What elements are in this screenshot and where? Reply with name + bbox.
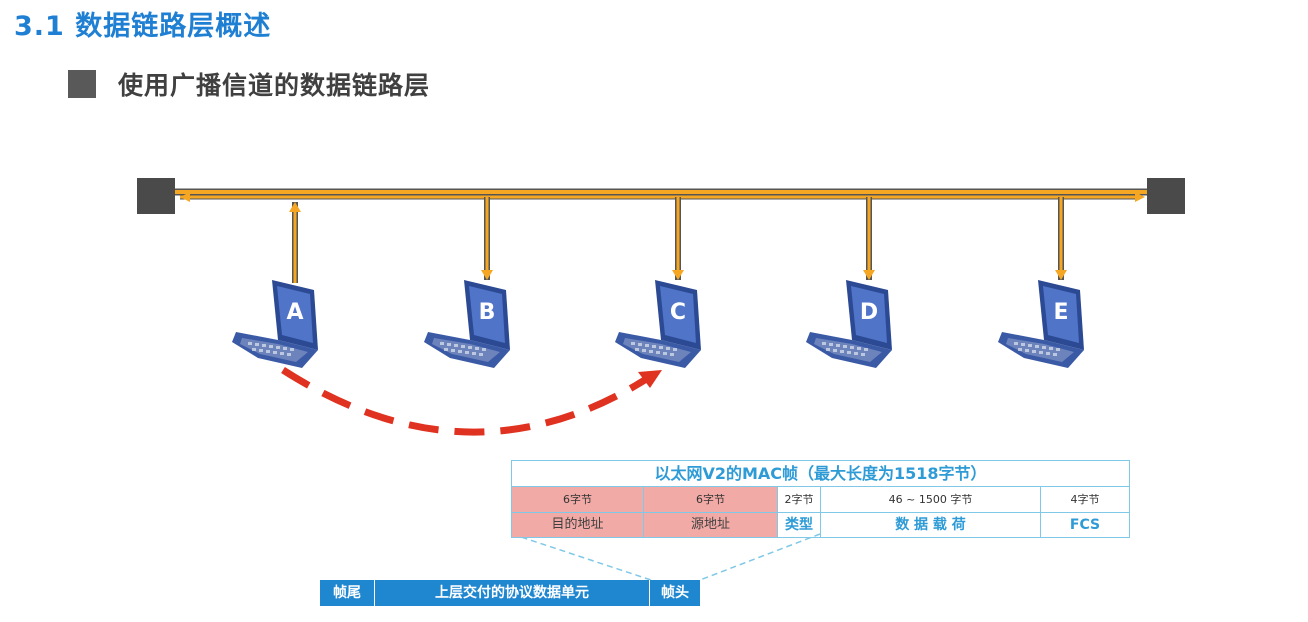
type-field: 类型 xyxy=(778,513,821,537)
right-terminator xyxy=(1147,178,1185,214)
src-address: 源地址 xyxy=(644,513,778,537)
station-label-C: C xyxy=(669,300,687,325)
dest-address: 目的地址 xyxy=(512,513,644,537)
payload-size: 46 ~ 1500 字节 xyxy=(821,487,1041,512)
station-label-E: E xyxy=(1053,300,1069,325)
type-size: 2字节 xyxy=(778,487,821,512)
square-bullet-icon xyxy=(68,70,96,98)
frame-pdu-bar: 帧尾 上层交付的协议数据单元 帧头 xyxy=(320,580,700,606)
payload-field: 数 据 载 荷 xyxy=(821,513,1041,537)
fcs-size: 4字节 xyxy=(1070,493,1100,506)
mac-size-row: 6字节 6字节 2字节 46 ~ 1500 字节 4字节 xyxy=(512,487,1129,513)
station-label-A: A xyxy=(286,300,304,325)
station-label-B: B xyxy=(478,300,496,325)
mac-frame-title: 以太网V2的MAC帧（最大长度为1518字节） xyxy=(512,461,1129,487)
fcs-field: FCS xyxy=(1069,517,1101,533)
page-title: 3.1 数据链路层概述 xyxy=(14,11,272,42)
left-terminator xyxy=(137,178,175,214)
header-connectors xyxy=(511,533,821,581)
drop-B xyxy=(481,197,493,280)
src-size: 6字节 xyxy=(644,487,778,512)
drop-D xyxy=(863,197,875,280)
mac-frame-table: 以太网V2的MAC帧（最大长度为1518字节） 6字节 6字节 2字节 46 ~… xyxy=(511,460,1130,538)
frame-tail: 帧尾 xyxy=(320,580,375,606)
drop-E xyxy=(1055,197,1067,280)
bus-line xyxy=(175,188,1149,202)
dest-size: 6字节 xyxy=(512,487,644,512)
page-subtitle: 使用广播信道的数据链路层 xyxy=(118,71,431,100)
frame-head: 帧头 xyxy=(650,580,700,606)
drop-C xyxy=(672,197,684,280)
mac-name-row: 目的地址 源地址 类型 数 据 载 荷 FCS xyxy=(512,513,1129,537)
send-arrow xyxy=(281,367,662,436)
drop-A xyxy=(289,202,301,283)
upper-layer-pdu: 上层交付的协议数据单元 xyxy=(375,580,650,606)
station-label-D: D xyxy=(859,300,879,325)
subtitle-row: 使用广播信道的数据链路层 xyxy=(68,66,430,102)
